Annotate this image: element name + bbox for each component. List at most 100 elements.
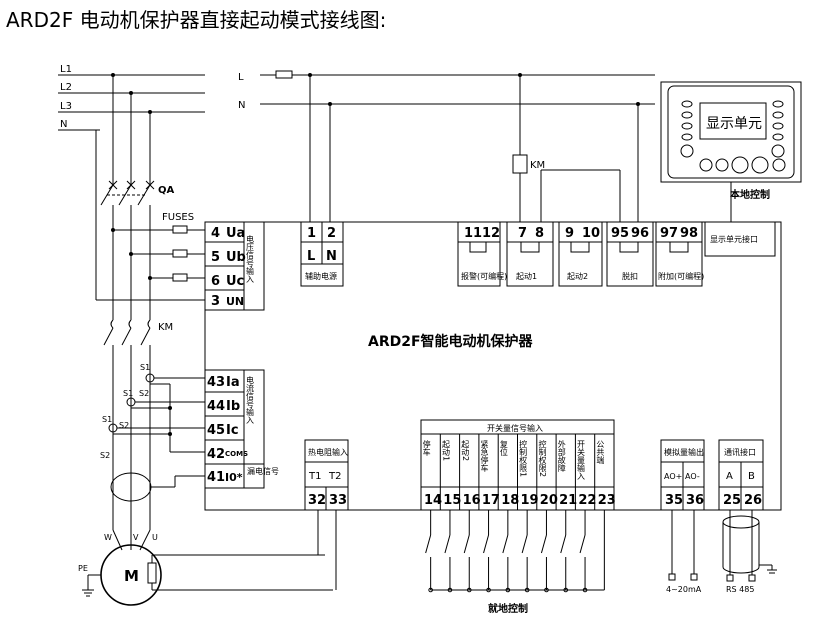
switch-input-num: 16	[463, 493, 481, 508]
switch-input-num: 17	[482, 493, 500, 508]
switch-input-num: 19	[521, 493, 539, 508]
vterm-num-3: 3	[211, 294, 220, 309]
cterm-sym-ic: Ic	[226, 423, 239, 438]
device-name: ARD2F智能电动机保护器	[368, 333, 534, 350]
switch-input-label: 紧急停车	[480, 440, 489, 473]
switch-input-terminals: 开关量信号输入 停车14起动115起动216紧急停车17复位18控制权限119控…	[420, 419, 616, 511]
cterm-sym-ia: Ia	[226, 375, 240, 390]
top-line-l: L	[238, 72, 244, 83]
voltage-terminals: 4 5 6 3 Ua Ub Uc UN 电压信号输入	[204, 221, 265, 311]
leakage-caption: 漏电信号	[247, 466, 279, 476]
vterm-num-6: 6	[211, 274, 220, 289]
display-port: 显示单元接口	[704, 221, 776, 257]
relay2-num-b: 8	[535, 226, 544, 241]
page-title: ARD2F 电动机保护器直接起动模式接线图:	[6, 8, 387, 32]
vterm-sym-ub: Ub	[226, 250, 246, 265]
switch-input-label: 开关量输入	[577, 440, 586, 480]
vterm-sym-ua: Ua	[226, 226, 245, 241]
ct-s1-a: S1	[140, 363, 150, 372]
switch-input-label: 控制权限1	[519, 439, 528, 477]
thermistor-num-32: 32	[308, 493, 326, 508]
ct-s2-n: S2	[100, 451, 110, 460]
ct-s2-b: S2	[139, 389, 149, 398]
analog-sym-aop: AO+	[664, 472, 682, 481]
thermistor-sym-t2: T2	[328, 471, 341, 482]
switch-input-label: 停车	[422, 439, 431, 457]
motor: W V U M PE	[78, 470, 333, 606]
display-caption: 本地控制	[730, 188, 770, 201]
switch-input-label: 起动1	[441, 440, 450, 461]
relay4-num-b: 96	[631, 226, 649, 241]
thermistor-sym-t1: T1	[308, 471, 321, 482]
qa-breaker: QA	[100, 180, 175, 320]
top-supply: L N KM	[238, 70, 655, 222]
relay4-num-a: 95	[611, 226, 629, 241]
switch-input-label: 起动2	[461, 440, 470, 461]
top-line-n: N	[238, 100, 245, 111]
ct-s2-c: S2	[119, 421, 129, 430]
fuses: FUSES	[111, 212, 205, 282]
relay-outputs: 11 12 7 8 9 10 95 96 97 98 报警(可编程) 起动1 起…	[457, 221, 704, 287]
switch-input-num: 15	[443, 493, 461, 508]
relay3-num-a: 9	[565, 226, 574, 241]
local-control-caption: 就地控制	[488, 602, 528, 615]
pe-label: PE	[78, 564, 88, 573]
display-unit: 显示单元 本地控制	[660, 81, 802, 222]
aux-sym-n: N	[326, 249, 337, 264]
relay1-num-a: 11	[464, 226, 482, 241]
thermistor-num-33: 33	[329, 493, 347, 508]
comm-caption: 通讯接口	[724, 447, 756, 457]
relay3-num-b: 10	[582, 226, 600, 241]
cterm-num-44: 44	[207, 399, 225, 414]
km-coil-label: KM	[530, 160, 545, 171]
ct-s1-b: S1	[123, 389, 133, 398]
display-label: 显示单元	[706, 116, 762, 132]
comm-num-26: 26	[744, 493, 762, 508]
voltage-caption: 电压信号输入	[246, 234, 255, 283]
analog-num-35: 35	[665, 493, 683, 508]
cterm-num-43: 43	[207, 375, 225, 390]
aux-num-1: 1	[307, 226, 316, 241]
current-caption: 电流信号输入	[246, 375, 255, 424]
relay5-caption: 附加(可编程)	[658, 271, 704, 281]
motor-v: V	[133, 533, 139, 542]
switch-input-num: 20	[540, 493, 558, 508]
switch-caption: 开关量信号输入	[487, 423, 543, 433]
vterm-sym-uc: Uc	[226, 274, 244, 289]
aux-power-terminals: 1 2 L N 辅助电源	[300, 221, 344, 287]
line-label-l1: L1	[60, 64, 72, 75]
current-terminals: 43 44 45 42 41 Ia Ib Ic COMS I0* 电流信号输入 …	[204, 369, 279, 489]
switch-input-label: 外部故障	[557, 439, 566, 473]
switch-input-num: 22	[578, 493, 596, 508]
comm-terminals: 通讯接口 A B 25 26 RS 485	[718, 439, 777, 594]
relay1-num-b: 12	[482, 226, 500, 241]
fuses-label: FUSES	[162, 212, 194, 223]
vterm-num-5: 5	[211, 250, 220, 265]
ct-s1-c: S1	[102, 415, 112, 424]
display-port-label: 显示单元接口	[710, 234, 758, 244]
rs485-label: RS 485	[726, 585, 754, 594]
aux-caption: 辅助电源	[305, 271, 337, 281]
switch-input-label: 公共端	[596, 440, 605, 465]
thermistor-terminals: 热电阻输入 T1 T2 32 33	[304, 439, 349, 590]
local-control-switches	[425, 510, 605, 593]
relay5-num-a: 97	[660, 226, 678, 241]
cterm-sym-ib: Ib	[226, 399, 240, 414]
switch-input-label: 控制权限2	[538, 439, 547, 477]
cterm-num-42: 42	[207, 447, 225, 462]
analog-caption: 模拟量输出	[664, 447, 704, 457]
comm-sym-b: B	[748, 471, 755, 482]
relay1-caption: 报警(可编程)	[461, 271, 507, 281]
relay2-num-a: 7	[518, 226, 527, 241]
vterm-num-4: 4	[211, 226, 220, 241]
aux-sym-l: L	[307, 249, 315, 264]
relay2-caption: 起动1	[516, 271, 537, 281]
vterm-sym-un: UN	[226, 295, 244, 308]
switch-input-num: 18	[501, 493, 519, 508]
comm-num-25: 25	[723, 493, 741, 508]
switch-input-num: 23	[598, 493, 616, 508]
cterm-num-45: 45	[207, 423, 225, 438]
km-label: KM	[158, 322, 173, 333]
motor-symbol: M	[124, 567, 139, 585]
